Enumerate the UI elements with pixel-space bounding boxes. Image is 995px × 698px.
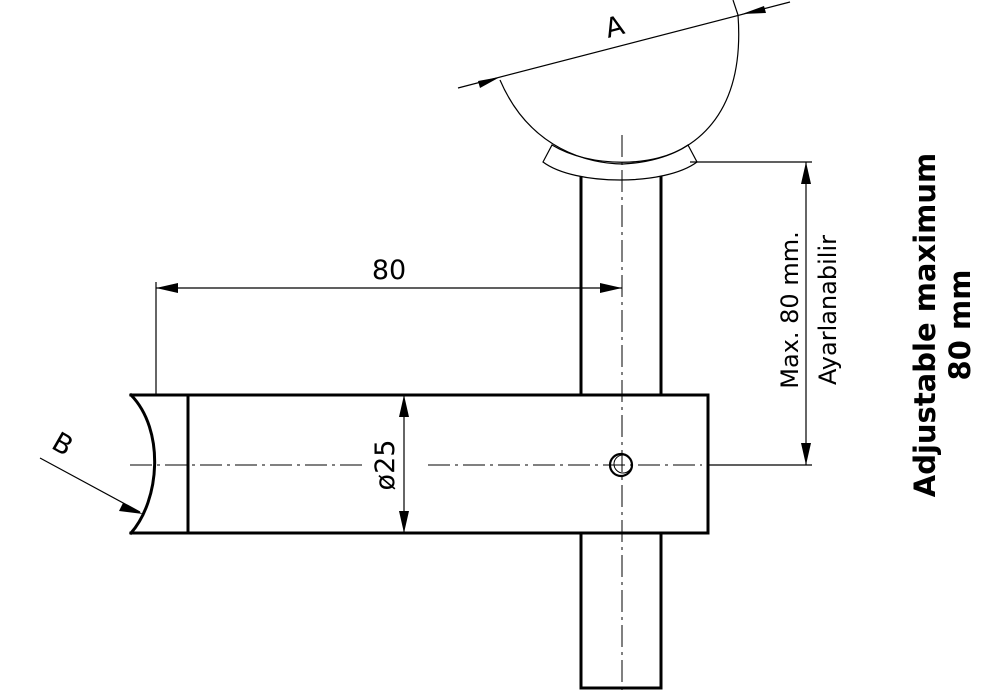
- note-tr-line2: Ayarlanabilir: [814, 235, 842, 385]
- horizontal-tube: [128, 392, 710, 536]
- dimension-diameter: ø25: [370, 395, 409, 533]
- label-a: A: [602, 10, 628, 45]
- saddle: [542, 144, 698, 181]
- label-b: B: [46, 427, 78, 463]
- ball-outline: [499, 0, 740, 165]
- note-en-line2: 80 mm: [943, 270, 977, 381]
- note-tr-line1: Max. 80 mm.: [776, 231, 804, 388]
- dimension-max-80: Max. 80 mm. Ayarlanabilir: [690, 161, 842, 466]
- dim-80-label: 80: [372, 255, 406, 286]
- leader-b: B: [39, 427, 143, 514]
- note-en-line1: Adjustable maximum: [908, 153, 942, 497]
- dimension-80: 80: [155, 255, 622, 394]
- dimension-a: A: [457, 1, 791, 89]
- tube-cut-profile: [128, 392, 157, 536]
- vertical-post: [579, 176, 663, 690]
- dim-dia-label: ø25: [370, 440, 401, 491]
